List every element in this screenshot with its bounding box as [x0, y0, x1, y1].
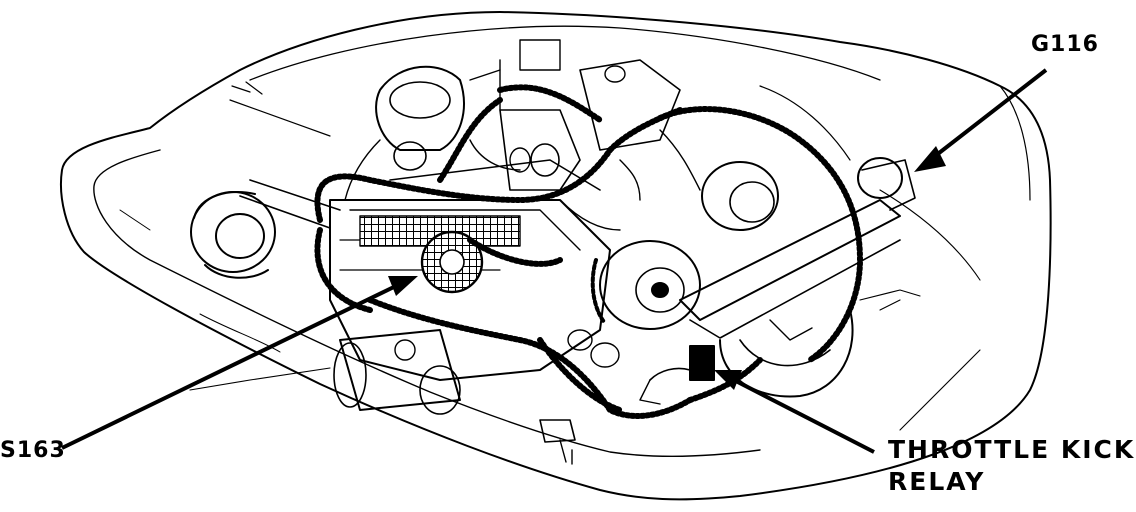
engine-block — [329, 39, 681, 381]
alternator — [590, 240, 701, 330]
label-throttle-kicker-relay-line1: THROTTLE KICKER — [888, 435, 1136, 464]
callout-arrow-s163 — [61, 276, 418, 450]
label-throttle-kicker-relay-line2: RELAY — [888, 467, 986, 496]
throttle-kicker-relay-body — [649, 345, 715, 381]
label-throttle-kicker-relay: THROTTLE KICKER RELAY — [888, 434, 1136, 498]
front-crossmember — [239, 179, 901, 339]
left-fan-wheel — [190, 190, 276, 279]
label-s163: S163 — [0, 438, 66, 463]
fan-shroud — [420, 230, 484, 294]
starter-motor — [333, 329, 620, 465]
label-g116: G116 — [1031, 32, 1099, 57]
engine-bay-outline — [60, 11, 1052, 501]
callout-arrow-g116 — [914, 68, 1048, 172]
right-pulley — [701, 157, 916, 231]
thin-wires — [344, 129, 701, 405]
reference-lines — [189, 289, 921, 391]
callout-arrow-throttle-kicker-relay — [714, 370, 875, 454]
